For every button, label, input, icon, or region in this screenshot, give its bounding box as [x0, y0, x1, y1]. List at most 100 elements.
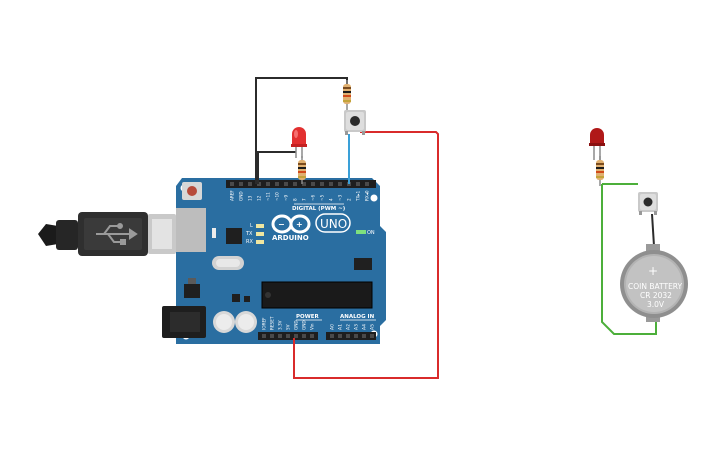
svg-text:−: − [278, 220, 285, 229]
pin-label-analog: A2 [346, 324, 352, 330]
digital-header[interactable] [226, 180, 376, 188]
wire-red-5v-to-button[interactable] [293, 131, 439, 379]
battery-label-3: 3.0V [647, 300, 665, 309]
pin-label-digital: 4 [329, 198, 334, 201]
pushbutton-arduino[interactable] [344, 110, 366, 135]
resistor-pulldown[interactable] [343, 80, 351, 110]
wire-green-battery-to-resistor[interactable] [601, 184, 657, 335]
usb-cable[interactable] [38, 212, 176, 256]
usb-chip [226, 228, 242, 244]
header-pin-hole[interactable] [310, 334, 314, 338]
pin-label-digital: ~5 [320, 194, 325, 201]
header-pin-hole[interactable] [286, 334, 290, 338]
led-dark-red-battery[interactable] [589, 128, 605, 160]
header-pin-hole[interactable] [270, 334, 274, 338]
pushbutton-battery[interactable] [638, 192, 658, 215]
header-pin-hole[interactable] [284, 182, 288, 186]
led-red-arduino[interactable] [291, 127, 307, 158]
pin-label-power: RESET [270, 316, 275, 330]
header-pin-hole[interactable] [320, 182, 324, 186]
header-pin-hole[interactable] [230, 182, 234, 186]
pin-label-analog: A4 [362, 324, 368, 330]
battery-terminal-bottom [646, 314, 660, 322]
analog-header-label: ANALOG IN [340, 314, 375, 320]
header-pin-hole[interactable] [302, 182, 306, 186]
icsp-header [354, 258, 372, 270]
wire-black-button-to-battery[interactable] [651, 213, 655, 247]
header-pin-hole[interactable] [370, 334, 374, 338]
pin-label-digital: ~3 [338, 194, 343, 201]
mounting-hole [370, 194, 378, 202]
pin-label-digital: 8 [293, 198, 298, 201]
pin-label-power: Vin [310, 323, 315, 330]
pin-label-digital: ~11 [266, 192, 271, 201]
header-pin-hole[interactable] [275, 182, 279, 186]
pin-label-digital: ~9 [284, 194, 289, 201]
header-pin-hole[interactable] [239, 182, 243, 186]
led-on [356, 230, 366, 234]
pin-label-digital: 12 [257, 195, 262, 201]
led-tx [256, 232, 264, 236]
header-pin-hole[interactable] [278, 334, 282, 338]
header-pin-hole[interactable] [294, 334, 298, 338]
pin-label-digital: 7 [302, 198, 307, 201]
header-pin-hole[interactable] [329, 182, 333, 186]
header-pin-hole[interactable] [346, 334, 350, 338]
label-l: L [250, 223, 253, 229]
usb-b-port [176, 208, 206, 252]
pin-label-analog: A5 [370, 324, 376, 330]
battery-label-1: COIN BATTERY [628, 282, 683, 291]
resistor-led-arduino[interactable] [298, 156, 306, 184]
uno-badge [315, 213, 351, 233]
header-pin-hole[interactable] [293, 182, 297, 186]
uno-text: UNO [320, 217, 347, 231]
led-l [256, 224, 264, 228]
label-rx: RX [246, 239, 253, 245]
usb-cable-end [38, 224, 58, 246]
resistor-battery[interactable] [596, 156, 604, 186]
pin-label-digital: ~10 [275, 192, 280, 201]
pin-label-digital: RX◂0 [365, 190, 370, 201]
header-pin-hole[interactable] [262, 334, 266, 338]
wire-black-gnd-to-led[interactable] [257, 151, 296, 184]
digital-header-label: DIGITAL (PWM ~) [292, 206, 346, 212]
usb-icon [96, 223, 138, 245]
pin-label-digital: 2 [347, 198, 352, 201]
header-pin-hole[interactable] [338, 182, 342, 186]
power-header-label: POWER [296, 314, 320, 320]
header-pin-hole[interactable] [354, 334, 358, 338]
arduino-logo-text: ARDUINO [272, 234, 309, 242]
header-pin-hole[interactable] [356, 182, 360, 186]
header-pin-hole[interactable] [302, 334, 306, 338]
voltage-regulator [184, 284, 200, 298]
pin-label-digital: 13 [248, 195, 253, 201]
pin-label-power: GND [302, 320, 307, 330]
svg-text:+: + [296, 220, 303, 229]
arduino-logo-icon [271, 214, 311, 234]
header-pin-hole[interactable] [311, 182, 315, 186]
analog-header[interactable] [326, 332, 376, 340]
pin-label-analog: A0 [330, 324, 336, 330]
header-pin-hole[interactable] [266, 182, 270, 186]
battery-label-2: CR 2032 [640, 291, 672, 300]
header-pin-hole[interactable] [365, 182, 369, 186]
pin-label-digital: AREF [230, 190, 235, 201]
header-pin-hole[interactable] [362, 334, 366, 338]
header-pin-hole[interactable] [330, 334, 334, 338]
pin-label-digital: ~6 [311, 194, 316, 201]
battery-plus-sign: + [648, 264, 658, 278]
pin-label-digital: GND [239, 191, 244, 201]
atmega-chip [261, 281, 373, 309]
pin-label-power: GND [294, 320, 299, 330]
pin-label-power: IOREF [262, 317, 267, 330]
usb-strain-relief [56, 220, 78, 250]
pin-label-analog: A3 [354, 324, 360, 330]
coin-battery[interactable]: + COIN BATTERY CR 2032 3.0V [620, 244, 688, 322]
header-pin-hole[interactable] [338, 334, 342, 338]
label-tx: TX [245, 231, 253, 237]
header-pin-hole[interactable] [248, 182, 252, 186]
battery-terminal-top [646, 244, 660, 252]
